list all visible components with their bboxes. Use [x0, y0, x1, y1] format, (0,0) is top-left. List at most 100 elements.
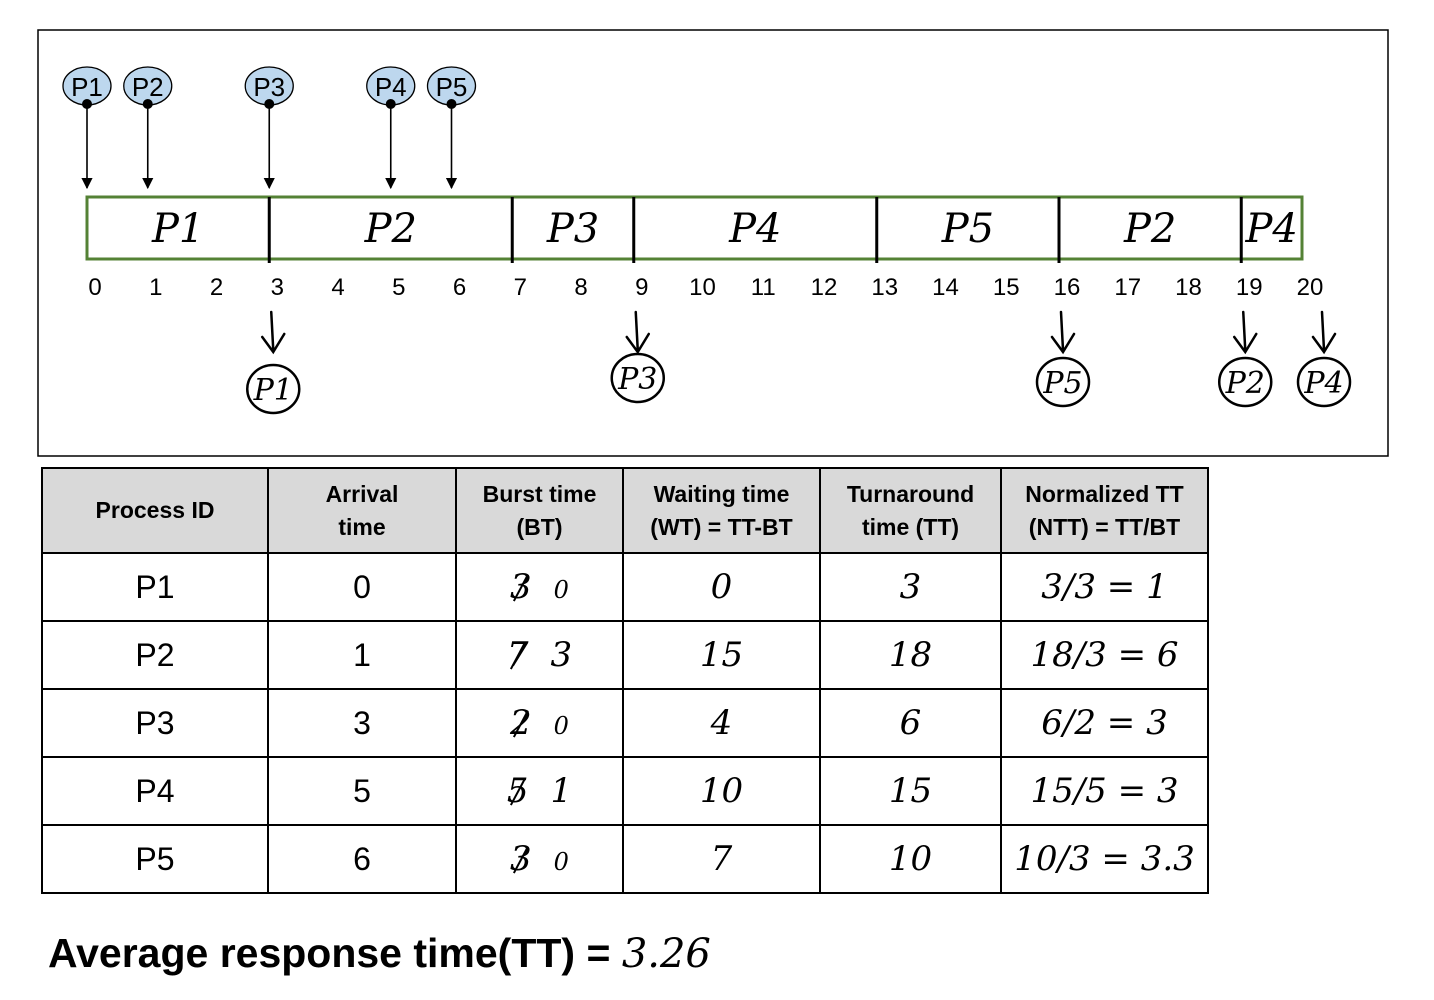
tick-label: 5: [392, 274, 405, 301]
tick-label: 14: [932, 274, 959, 301]
gantt-bar: P1 P2 P3 P4 P5 P2 P4: [85, 195, 1304, 263]
completion-p1: P1: [246, 310, 301, 415]
completion-markers: P1 P3 P5 P2 P4: [246, 310, 1352, 415]
cell-process-id: P4: [41, 756, 269, 826]
remaining-burst: 0: [553, 712, 569, 740]
cell-arrival-time: 6: [267, 824, 457, 894]
cell-turnaround-time: 3: [819, 552, 1002, 622]
segment-p2: P2: [1057, 197, 1176, 263]
cell-waiting-time: 7: [622, 824, 821, 894]
cell-arrival-time: 0: [267, 552, 457, 622]
down-arrow-icon: [1311, 310, 1337, 355]
tick-label: 9: [635, 274, 648, 301]
average-value: 3.26: [621, 931, 711, 977]
tick-label: 2: [210, 274, 223, 301]
header-waiting-time: Waiting time (WT) = TT-BT: [622, 467, 821, 554]
original-burst: 3: [510, 567, 532, 607]
segment-p1: P1: [151, 206, 204, 252]
tick-label: 1: [149, 274, 162, 301]
remaining-burst: 0: [553, 576, 569, 604]
segment-p4: P4: [1239, 197, 1298, 263]
completion-label: P5: [1042, 366, 1082, 401]
segment-p2: P2: [267, 197, 417, 263]
cell-process-id: P3: [41, 688, 269, 758]
tick-label: 11: [751, 274, 776, 301]
cell-turnaround-time: 10: [819, 824, 1002, 894]
segment-label: P2: [364, 206, 417, 252]
header-process-id: Process ID: [41, 467, 269, 554]
tick-label: 0: [88, 274, 101, 301]
tick-label: 6: [453, 274, 466, 301]
arrival-p4: P4: [366, 66, 416, 190]
cell-normalized-tt: 10/3 = 3.3: [1000, 824, 1209, 894]
cell-waiting-time: 0: [622, 552, 821, 622]
segment-p3: P3: [510, 197, 599, 263]
completion-label: P2: [1225, 366, 1265, 401]
arrival-label: P1: [71, 72, 103, 102]
segment-p5: P5: [875, 197, 994, 263]
header-normalized-tt: Normalized TT (NTT) = TT/BT: [1000, 467, 1209, 554]
cell-turnaround-time: 18: [819, 620, 1002, 690]
segment-p4: P4: [632, 197, 781, 263]
cell-normalized-tt: 18/3 = 6: [1000, 620, 1209, 690]
completion-label: P1: [253, 373, 293, 408]
tick-label: 13: [871, 274, 898, 301]
remaining-burst: 0: [553, 848, 569, 876]
completion-p3: P3: [610, 310, 665, 404]
segment-label: P3: [546, 206, 599, 252]
cell-process-id: P5: [41, 824, 269, 894]
tick-label: 17: [1114, 274, 1141, 301]
arrival-p5: P5: [426, 66, 477, 190]
tick-label: 12: [811, 274, 838, 301]
down-arrow-icon: [625, 310, 650, 355]
arrival-p2: P2: [123, 66, 173, 190]
header-arrival-time: Arrival time: [267, 467, 457, 554]
completion-label: P3: [617, 362, 657, 397]
tick-label: 20: [1297, 274, 1324, 301]
completion-p4: P4: [1296, 310, 1352, 408]
tick-label: 15: [993, 274, 1020, 301]
cell-process-id: P1: [41, 552, 269, 622]
original-burst: 3: [510, 839, 532, 879]
cell-waiting-time: 15: [622, 620, 821, 690]
cell-waiting-time: 4: [622, 688, 821, 758]
cell-turnaround-time: 6: [819, 688, 1002, 758]
cell-normalized-tt: 15/5 = 3: [1000, 756, 1209, 826]
arrival-label: P4: [375, 72, 407, 102]
segment-label: P1: [151, 206, 204, 252]
cell-arrival-time: 1: [267, 620, 457, 690]
down-arrow-icon: [1233, 310, 1258, 355]
header-burst-time: Burst time (BT): [455, 467, 624, 554]
arrival-p1: P1: [62, 66, 112, 190]
segment-label: P2: [1123, 206, 1176, 252]
arrival-markers: P1 P2 P3 P4 P5: [62, 66, 477, 190]
remaining-burst: 3: [550, 635, 573, 675]
remaining-burst: 1: [550, 771, 573, 811]
arrival-p3: P3: [244, 66, 294, 190]
down-arrow-icon: [1050, 310, 1076, 355]
header-turnaround-time: Turnaround time (TT): [819, 467, 1002, 554]
cell-turnaround-time: 15: [819, 756, 1002, 826]
tick-label: 18: [1175, 274, 1202, 301]
average-response-time: Average response time(TT) = 3.26: [48, 930, 711, 977]
cell-process-id: P2: [41, 620, 269, 690]
cell-waiting-time: 10: [622, 756, 821, 826]
cell-arrival-time: 5: [267, 756, 457, 826]
average-label: Average response time(TT) =: [48, 930, 622, 976]
completion-label: P4: [1303, 366, 1343, 401]
gantt-bar-outline: [85, 195, 1304, 261]
tick-label: 3: [271, 274, 284, 301]
tick-label: 4: [331, 274, 344, 301]
original-burst: 5: [506, 771, 529, 811]
segment-label: P4: [728, 206, 781, 252]
process-table: Process ID Arrival time Burst time (BT) …: [41, 467, 1209, 894]
